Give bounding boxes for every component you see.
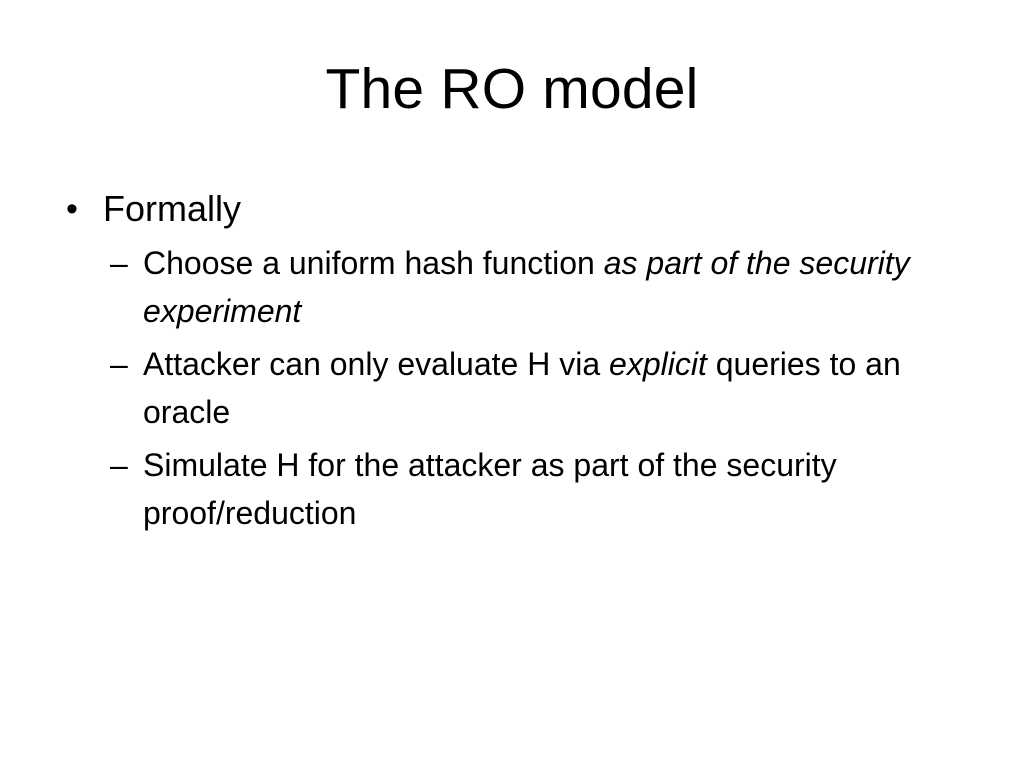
bullet-item-level2-attacker: – Attacker can only evaluate H via expli… (62, 340, 962, 436)
text-run-plain-tail: queries to an oracle (143, 346, 901, 430)
bullet-item-level2-choose-label: Choose a uniform hash function as part o… (143, 245, 910, 329)
bullet-item-level2-simulate-label: Simulate H for the attacker as part of t… (143, 447, 837, 531)
dash-marker-icon: – (110, 346, 128, 382)
bullet-item-level1-label: Formally (103, 188, 242, 229)
slide-body-outline: • Formally – Choose a uniform hash funct… (62, 186, 962, 537)
text-run-italic: explicit (609, 346, 707, 382)
dash-marker-icon: – (110, 447, 128, 483)
bullet-item-level2-attacker-label: Attacker can only evaluate H via explici… (143, 346, 901, 430)
text-run-plain: Attacker can only evaluate H via (143, 346, 610, 382)
page-title: The RO model (325, 57, 699, 121)
text-run-plain: Simulate H for the attacker as part of t… (143, 447, 837, 531)
text-run-italic: as part of the security experiment (143, 245, 910, 329)
dash-marker-icon: – (110, 245, 128, 281)
bullet-item-level2-choose: – Choose a uniform hash function as part… (62, 239, 962, 335)
bullet-item-level1: • Formally (62, 186, 962, 232)
text-run-plain: Choose a uniform hash function (143, 245, 604, 281)
bullet-dot-icon: • (66, 190, 78, 228)
bullet-item-level2-simulate: – Simulate H for the attacker as part of… (62, 441, 962, 537)
